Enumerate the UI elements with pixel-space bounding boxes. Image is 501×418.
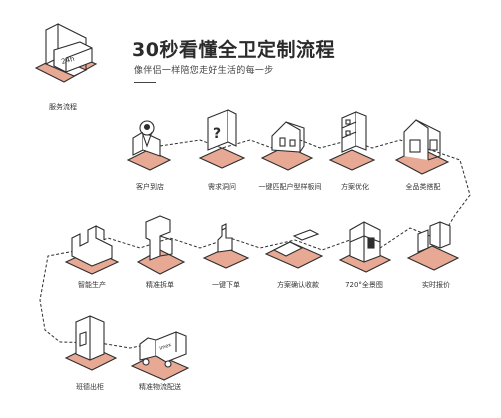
step-label: 一键匹配户型样板间 — [258, 183, 322, 191]
step-label: 全品类搭配 — [405, 183, 441, 191]
page-subtitle: 像伴侣一样陪您走好生活的每一步 — [134, 66, 274, 76]
step-label: 一键下单 — [212, 281, 240, 289]
step-label: 需求洞问 — [208, 183, 236, 191]
panorama-blocks-icon — [338, 221, 392, 273]
subtitle-rule — [134, 82, 156, 83]
hand-click-icon — [202, 223, 250, 269]
step-label: 客户到店 — [136, 183, 164, 191]
delivery-truck-icon: imex — [130, 331, 190, 381]
question-board-icon: ? — [198, 109, 246, 169]
truck-text: imex — [159, 342, 173, 352]
step-label: 方案优化 — [341, 183, 369, 191]
step-label: 方案确认收款 — [277, 281, 319, 289]
cabinet-icon — [328, 111, 376, 171]
flow-path — [39, 139, 471, 349]
step-label: 班德出柜 — [76, 383, 104, 391]
room-suite-icon — [394, 119, 450, 175]
factory-icon — [64, 225, 120, 275]
step-label: 720°全景图 — [345, 281, 383, 289]
step-label: 智能生产 — [78, 281, 106, 289]
service-icon: 24h — [34, 23, 98, 83]
svg-text:?: ? — [213, 126, 221, 142]
split-parts-icon — [136, 215, 186, 275]
service-icon-text: 24h — [60, 55, 75, 66]
service-label: 服务流程 — [49, 103, 77, 111]
page-title: 30秒看懂全卫定制流程 — [132, 39, 335, 61]
map-pin-icon — [126, 120, 172, 171]
step-label: 精准物流配送 — [139, 383, 181, 391]
blocks-quote-icon — [406, 221, 460, 271]
confirm-path-icon — [264, 229, 324, 269]
step-label: 实时报价 — [422, 281, 450, 289]
house-icon — [260, 121, 314, 171]
step-label: 精准拆单 — [146, 281, 174, 289]
cabinet-module-icon — [64, 315, 118, 371]
